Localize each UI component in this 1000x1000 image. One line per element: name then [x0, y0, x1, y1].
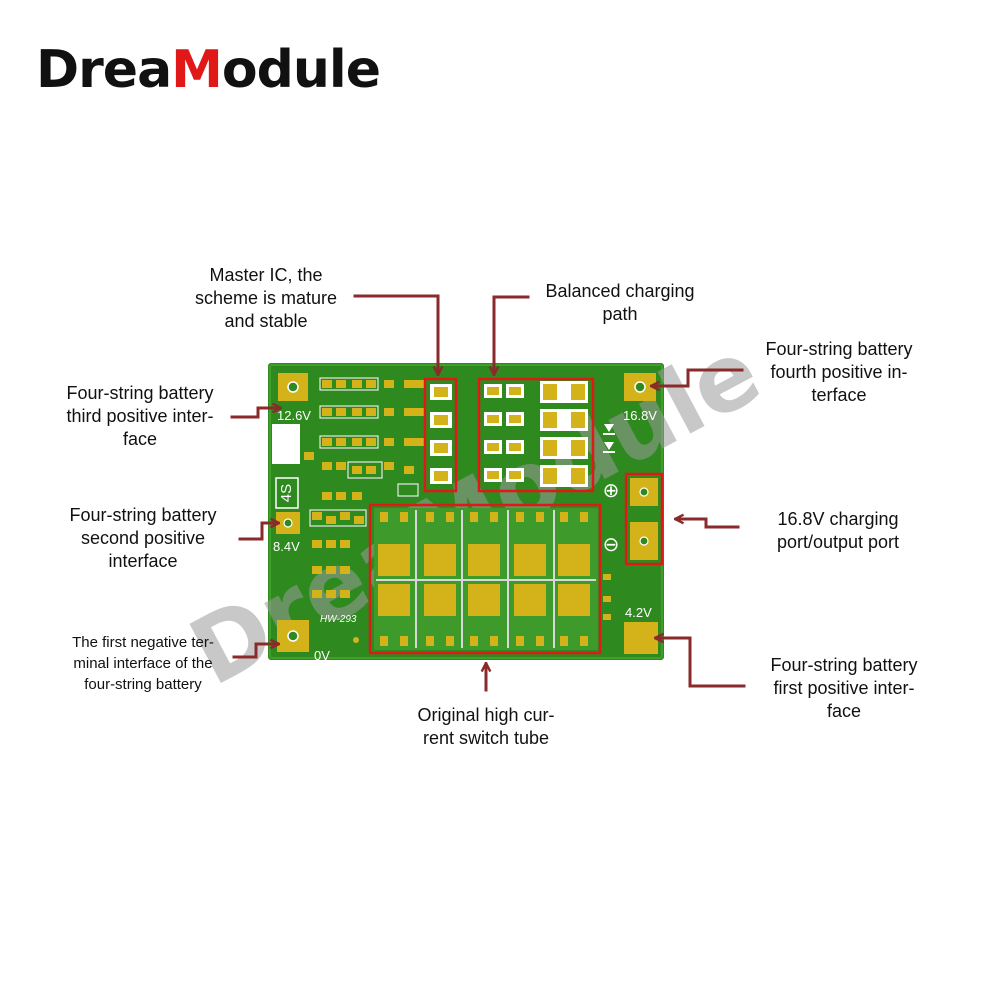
master-ic-highlight [423, 377, 458, 493]
minus-symbol: ⊖ [603, 534, 620, 556]
balance-resistors [484, 384, 524, 482]
switch-tube-highlight [368, 503, 602, 655]
charging-port-highlight [624, 472, 664, 566]
master-ic-chips [430, 384, 452, 484]
brand-name-accent: M [171, 40, 223, 100]
arrow-third-pos [230, 408, 280, 419]
pad-4v2 [624, 622, 658, 654]
callout-master-ic: Master IC, the scheme is mature and stab… [194, 265, 338, 331]
pad-12v6-label: 12.6V [277, 408, 311, 423]
board-mount-dot [353, 637, 359, 643]
arrow-charging-port [676, 519, 740, 529]
balanced-path-highlight [477, 377, 595, 493]
pad-12v6 [278, 373, 308, 401]
arrow-master-ic [353, 294, 438, 374]
plus-symbol: ⊕ [603, 480, 620, 502]
diode-marks [603, 424, 615, 453]
callout-second-positive: Four-string battery second positive inte… [69, 505, 217, 571]
arrow-first-pos [656, 638, 746, 688]
brand-logo: DreaModule [36, 44, 381, 96]
callout-charging-port: 16.8V charging port/output port [776, 509, 900, 552]
callout-first-negative: The first negative ter- minal interface … [72, 634, 214, 693]
callout-switch-tube: Original high cur- rent switch tube [417, 705, 555, 748]
arrow-first-neg [232, 644, 278, 659]
pad-8v4-label: 8.4V [273, 539, 300, 554]
callout-balanced-path: Balanced charging path [545, 281, 695, 324]
arrow-second-pos [238, 523, 278, 541]
leader-arrows [230, 294, 746, 692]
pad-0v [277, 620, 309, 652]
cells-label-box [275, 477, 299, 509]
arrow-balanced [494, 295, 530, 374]
pad-0v-label: 0V [314, 648, 330, 663]
charging-port-pads [630, 478, 658, 560]
silkscreen-outlines [309, 377, 419, 527]
white-label-block [272, 424, 300, 464]
callout-third-positive: Four-string battery third positive inter… [66, 383, 214, 449]
pad-8v4 [276, 512, 300, 534]
small-components-right [603, 574, 611, 620]
cells-label: 4S [278, 484, 295, 502]
arrow-fourth-pos [652, 368, 744, 386]
board-model-label: HW-293 [320, 614, 357, 625]
brand-name-part1: Drea [36, 40, 172, 100]
callout-first-positive: Four-string battery first positive inter… [770, 655, 918, 721]
callout-fourth-positive: Four-string battery fourth positive in- … [765, 339, 913, 405]
balance-capacitors [540, 381, 588, 487]
smd-components-top [304, 380, 424, 598]
switch-tubes [374, 508, 598, 650]
brand-name-part2: odule [221, 40, 381, 100]
pad-16v8-label: 16.8V [623, 408, 657, 423]
pad-4v2-label: 4.2V [625, 605, 652, 620]
